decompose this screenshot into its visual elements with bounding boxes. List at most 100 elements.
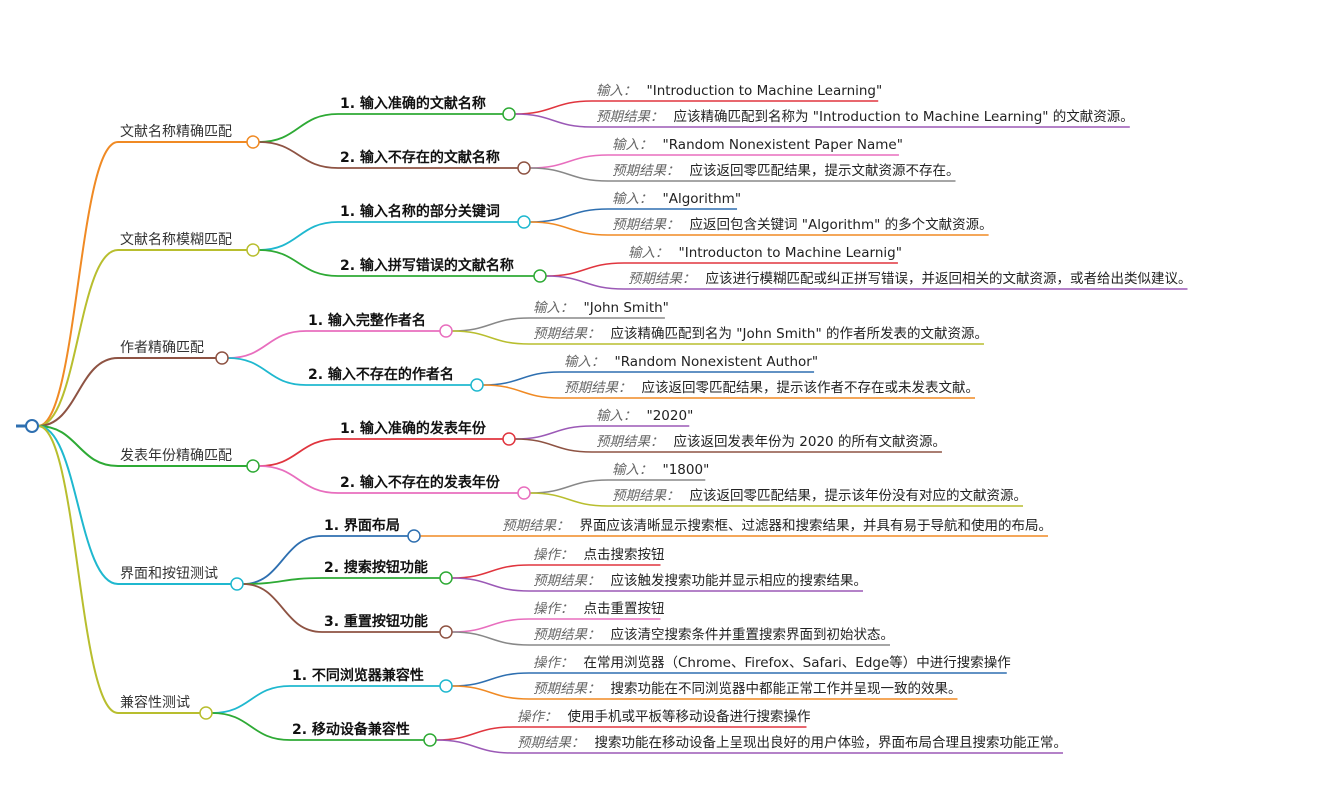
branch-edge — [37, 425, 119, 714]
child-label[interactable]: 2. 移动设备兼容性 — [292, 721, 410, 738]
leaf-value: 应该返回零匹配结果，提示文献资源不存在。 — [690, 162, 960, 179]
child-node-toggle[interactable] — [470, 378, 484, 392]
child-label[interactable]: 2. 输入拼写错误的文献名称 — [340, 257, 514, 274]
leaf-key: 预期结果： — [596, 109, 664, 125]
leaf-text: 预期结果：搜索功能在移动设备上呈现出良好的用户体验，界面布局合理且搜索功能正常。 — [517, 734, 1067, 751]
leaf-value: "Random Nonexistent Paper Name" — [663, 137, 903, 153]
leaf-value: 应该返回零匹配结果，提示该年份没有对应的文献资源。 — [690, 487, 1028, 504]
leaf-key: 预期结果： — [612, 163, 680, 179]
leaf-edge — [451, 577, 530, 592]
leaf-key: 操作： — [533, 601, 574, 617]
branch-edge — [37, 357, 119, 427]
branch-label[interactable]: 界面和按钮测试 — [120, 566, 218, 582]
leaf-text: 操作：使用手机或平板等移动设备进行搜索操作 — [517, 708, 811, 725]
child-label[interactable]: 1. 不同浏览器兼容性 — [292, 667, 424, 684]
leaf-value: "John Smith" — [584, 300, 669, 316]
child-label[interactable]: 2. 搜索按钮功能 — [324, 559, 428, 576]
child-node-toggle[interactable] — [407, 529, 421, 543]
child-node-toggle[interactable] — [502, 107, 516, 121]
leaf-key: 预期结果： — [533, 627, 601, 643]
leaf-text: 输入："John Smith" — [533, 300, 669, 316]
leaf-text: 预期结果：应该触发搜索功能并显示相应的搜索结果。 — [533, 572, 867, 589]
child-node-toggle[interactable] — [533, 269, 547, 283]
leaf-edge — [514, 438, 593, 453]
branch-label[interactable]: 文献名称模糊匹配 — [120, 232, 232, 248]
child-node-toggle[interactable] — [517, 486, 531, 500]
leaf-value: "Introducton to Machine Learnig" — [679, 245, 902, 261]
child-edge — [242, 583, 323, 633]
mindmap-edges — [16, 100, 1188, 754]
leaf-edge — [451, 330, 530, 345]
leaf-edge — [514, 100, 593, 115]
child-label[interactable]: 2. 输入不存在的发表年份 — [340, 474, 501, 491]
branch-node-toggle[interactable] — [246, 243, 260, 257]
child-label[interactable]: 1. 界面布局 — [324, 517, 400, 534]
child-node-toggle[interactable] — [517, 215, 531, 229]
leaf-value: 搜索功能在移动设备上呈现出良好的用户体验，界面布局合理且搜索功能正常。 — [595, 734, 1068, 751]
child-label[interactable]: 3. 重置按钮功能 — [324, 613, 428, 630]
leaf-value: 界面应该清晰显示搜索框、过滤器和搜索结果，并具有易于导航和使用的布局。 — [580, 517, 1053, 534]
leaf-edge — [435, 739, 514, 754]
leaf-value: 应该精确匹配到名称为 "Introduction to Machine Lear… — [674, 108, 1134, 125]
child-node-toggle[interactable] — [439, 571, 453, 585]
leaf-value: "1800" — [663, 462, 710, 478]
leaf-text: 输入："Introducton to Machine Learnig" — [628, 245, 902, 261]
branch-node-toggle[interactable] — [199, 706, 213, 720]
leaf-value: 应返回包含关键词 "Algorithm" 的多个文献资源。 — [690, 216, 993, 233]
child-label[interactable]: 1. 输入完整作者名 — [308, 312, 426, 329]
child-edge — [242, 577, 323, 585]
child-node-toggle[interactable] — [439, 679, 453, 693]
child-edge — [258, 113, 339, 143]
branch-node-toggle[interactable] — [230, 577, 244, 591]
leaf-key: 预期结果： — [612, 488, 680, 504]
branch-edge — [37, 141, 119, 427]
branch-label[interactable]: 作者精确匹配 — [120, 340, 204, 356]
branch-label[interactable]: 发表年份精确匹配 — [120, 448, 232, 464]
leaf-value: 应该清空搜索条件并重置搜索界面到初始状态。 — [611, 626, 895, 643]
child-node-toggle[interactable] — [439, 324, 453, 338]
leaf-value: 在常用浏览器（Chrome、Firefox、Safari、Edge等）中进行搜索… — [584, 654, 1011, 671]
child-node-toggle[interactable] — [423, 733, 437, 747]
child-label[interactable]: 1. 输入准确的文献名称 — [340, 95, 486, 112]
branch-node-toggle[interactable] — [215, 351, 229, 365]
child-label[interactable]: 1. 输入准确的发表年份 — [340, 420, 487, 437]
leaf-key: 输入： — [612, 137, 653, 153]
branch-edge — [37, 249, 119, 427]
leaf-value: "2020" — [647, 408, 694, 424]
child-label[interactable]: 2. 输入不存在的文献名称 — [340, 149, 500, 166]
leaf-edge — [529, 154, 609, 169]
leaf-text: 预期结果：应该进行模糊匹配或纠正拼写错误，并返回相关的文献资源，或者给出类似建议… — [628, 270, 1192, 287]
child-edge — [242, 535, 323, 585]
branch-label[interactable]: 兼容性测试 — [120, 694, 190, 711]
leaf-key: 操作： — [533, 655, 574, 671]
child-edge — [258, 465, 339, 494]
branch-node-toggle[interactable] — [246, 459, 260, 473]
leaf-key: 输入： — [596, 83, 637, 99]
leaf-key: 操作： — [533, 547, 574, 563]
child-node-toggle[interactable] — [517, 161, 531, 175]
root-node[interactable] — [25, 419, 39, 433]
leaf-key: 预期结果： — [612, 217, 680, 233]
branch-label[interactable]: 文献名称精确匹配 — [120, 124, 232, 140]
branch-node-toggle[interactable] — [246, 135, 260, 149]
leaf-value: 应该进行模糊匹配或纠正拼写错误，并返回相关的文献资源，或者给出类似建议。 — [706, 270, 1192, 287]
child-edge — [227, 330, 307, 359]
leaf-text: 输入："2020" — [596, 408, 693, 424]
leaf-value: 点击重置按钮 — [584, 601, 665, 617]
leaf-edge — [451, 631, 530, 646]
child-node-toggle[interactable] — [502, 432, 516, 446]
leaf-text: 预期结果： 应该返回零匹配结果，提示文献资源不存在。 — [612, 162, 960, 179]
child-label[interactable]: 2. 输入不存在的作者名 — [308, 366, 454, 383]
leaf-edge — [451, 618, 530, 633]
leaf-text: 输入： "Random Nonexistent Paper Name" — [612, 137, 903, 153]
child-edge — [258, 438, 339, 467]
leaf-edge — [529, 167, 609, 182]
leaf-text: 预期结果： 应返回包含关键词 "Algorithm" 的多个文献资源。 — [612, 216, 993, 233]
branch-edge — [37, 425, 119, 467]
child-label[interactable]: 1. 输入名称的部分关键词 — [340, 203, 500, 220]
leaf-edge — [451, 317, 530, 332]
leaf-edge — [451, 685, 530, 700]
child-edge — [227, 357, 307, 386]
child-node-toggle[interactable] — [439, 625, 453, 639]
